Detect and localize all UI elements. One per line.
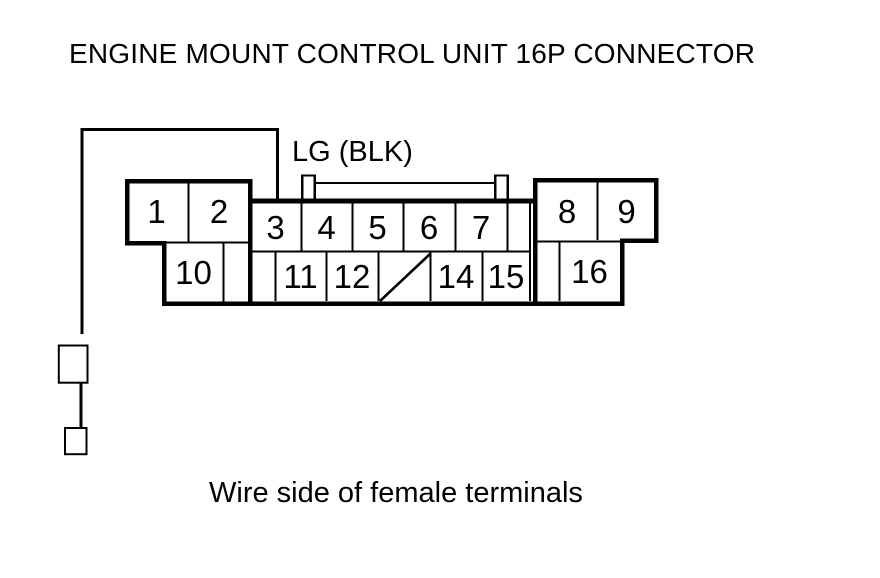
pin-cell-6: 6 xyxy=(419,208,439,246)
blank-cell-right-block xyxy=(537,242,559,302)
pin-cell-8: 8 xyxy=(557,192,577,230)
pin-cell-5: 5 xyxy=(368,208,387,246)
pin-cell-3: 3 xyxy=(266,208,285,246)
blank-cell-left-block xyxy=(223,242,250,303)
inline-connector-symbol-large xyxy=(57,344,89,384)
wire-path xyxy=(79,127,280,429)
pin-cell-14: 14 xyxy=(437,258,475,295)
pin-cell-4: 4 xyxy=(317,208,336,246)
empty-cell-diagonal xyxy=(379,253,431,302)
pin-cell-2: 2 xyxy=(209,193,229,230)
pin-cell-9: 9 xyxy=(617,192,636,230)
pin-cell-7: 7 xyxy=(471,208,491,246)
pin-cell-15: 15 xyxy=(487,258,525,295)
cell-grid-lines xyxy=(164,182,620,302)
wire-side-caption: Wire side of female terminals xyxy=(209,477,583,509)
inline-connector-symbol-small xyxy=(64,427,88,456)
blank-cell-main-top-row xyxy=(507,203,530,252)
keying-tabs xyxy=(301,174,509,199)
wire-color-label: LG (BLK) xyxy=(292,136,413,168)
pin-cell-11: 11 xyxy=(283,258,318,295)
blank-cell-main-bottom-row xyxy=(250,252,275,302)
diagram-title: ENGINE MOUNT CONTROL UNIT 16P CONNECTOR xyxy=(69,38,756,69)
pin-cell-1: 1 xyxy=(147,193,166,230)
connector-outline xyxy=(124,177,659,306)
connector-block-right-outline xyxy=(532,177,659,306)
pin-cell-16: 16 xyxy=(571,253,608,290)
pin-cell-13-blocked xyxy=(378,252,430,302)
pin-cell-10: 10 xyxy=(175,253,212,291)
pin-cell-12: 12 xyxy=(333,258,371,295)
connector-block-left-outline xyxy=(124,178,253,306)
